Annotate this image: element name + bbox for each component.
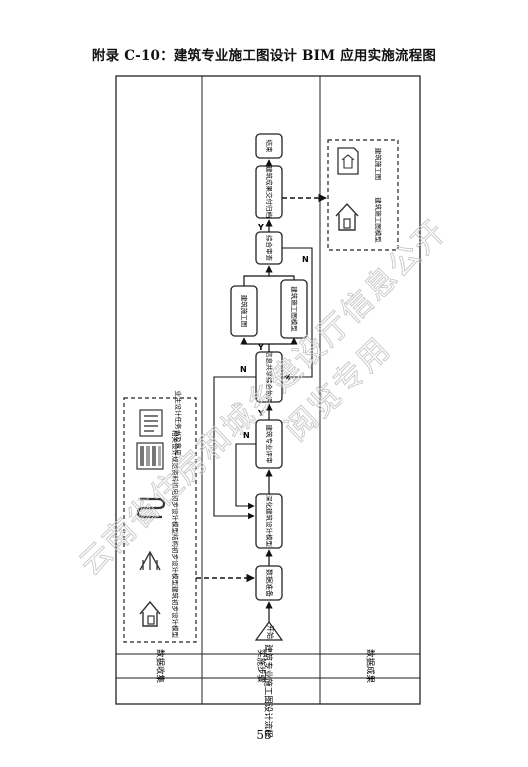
step-label: 数据准备: [265, 569, 274, 597]
arrow-model-combined: [269, 275, 295, 280]
page-number: 55: [256, 728, 272, 742]
lane-header-steps: 实施步骤: [256, 649, 267, 684]
yes-label: Y: [257, 409, 264, 418]
no-label: N: [302, 255, 309, 264]
input-spec-docs: 相关设计规范资料: [136, 430, 180, 483]
input-house-model: 建筑初步设计模型: [139, 586, 180, 639]
step-coordination: 信息共享综合协调: [255, 351, 283, 403]
results-box: [327, 139, 399, 251]
arrow-drawings-combined: [243, 265, 273, 286]
step-review: 建筑专业评审: [255, 419, 283, 469]
step-combined-review: 综合审查: [255, 231, 283, 265]
step-label: 建筑专业评审: [265, 425, 274, 464]
no-label: N: [240, 365, 247, 374]
step-end: 结束: [255, 133, 283, 159]
input-label: 建筑初步设计模型: [171, 586, 180, 639]
output-drawings: 建筑施工图: [337, 147, 383, 181]
lane-header-data-collection: 数据收集: [155, 649, 166, 684]
page-title: 附录 C-10：建筑专业施工图设计 BIM 应用实施流程图: [91, 48, 437, 64]
input-label: 相关设计规范资料: [171, 430, 180, 483]
house-model-icon: [139, 600, 161, 627]
flow-title: 建筑专业施工图设计流程: [263, 644, 274, 738]
step-label: 建筑施工图: [240, 295, 249, 328]
input-label: 业主设计任务书及意见: [174, 391, 183, 457]
lane-label: 数据收集: [155, 649, 166, 684]
input-label: 机电初步设计模型: [171, 482, 180, 535]
step-data-prep: 数据准备: [255, 565, 283, 601]
mep-model-icon: [136, 497, 166, 519]
step-label: 综合审查: [265, 235, 274, 262]
step-label: 信息共享综合协调: [265, 351, 274, 403]
structure-model-icon: [139, 550, 161, 571]
arrow-coord-no: [213, 376, 256, 520]
data-collection-box: [123, 397, 197, 643]
input-owner-brief: 业主设计任务书及意见: [139, 391, 183, 457]
lane-header-results: 数据成果: [365, 649, 376, 684]
step-label: 建筑成果交付归档: [265, 166, 274, 218]
arrow-combined-no: [282, 247, 313, 381]
step-deepen-model: 深化建筑设计模型: [255, 493, 283, 549]
house-model-icon: [335, 202, 359, 231]
arrow-coord-model: [269, 337, 298, 345]
input-structure-model: 结构初步设计模型: [139, 534, 180, 587]
drawing-icon: [337, 147, 359, 175]
step-label: 深化建筑设计模型: [265, 495, 274, 548]
yes-label: Y: [257, 223, 264, 232]
output-model: 建筑施工图模型: [335, 197, 383, 243]
outer-frame: [115, 75, 421, 705]
input-mep-model: 机电初步设计模型: [136, 482, 180, 535]
owner-brief-icon: [139, 409, 163, 437]
output-label: 建筑施工图模型: [374, 197, 383, 243]
step-start: 开始: [254, 620, 284, 641]
step-label: 结束: [265, 140, 274, 154]
yes-label: Y: [257, 343, 264, 352]
arrow-review-no: [235, 443, 256, 510]
lane-label: 数据成果: [365, 649, 376, 684]
spec-docs-icon: [136, 442, 164, 470]
step-model: 建筑施工图模型: [280, 279, 308, 339]
step-label: 建筑施工图模型: [290, 286, 299, 332]
arrow-coord-drawings: [240, 337, 270, 352]
step-deliverables: 建筑成果交付归档: [255, 165, 283, 219]
step-drawings: 建筑施工图: [230, 285, 258, 337]
input-label: 结构初步设计模型: [171, 534, 180, 587]
start-label: 开始: [266, 625, 275, 639]
no-label: N: [243, 431, 250, 440]
flow-title-text: 建筑专业施工图设计流程: [263, 644, 274, 738]
lane-label: 实施步骤: [256, 649, 267, 684]
output-label: 建筑施工图: [374, 148, 383, 181]
